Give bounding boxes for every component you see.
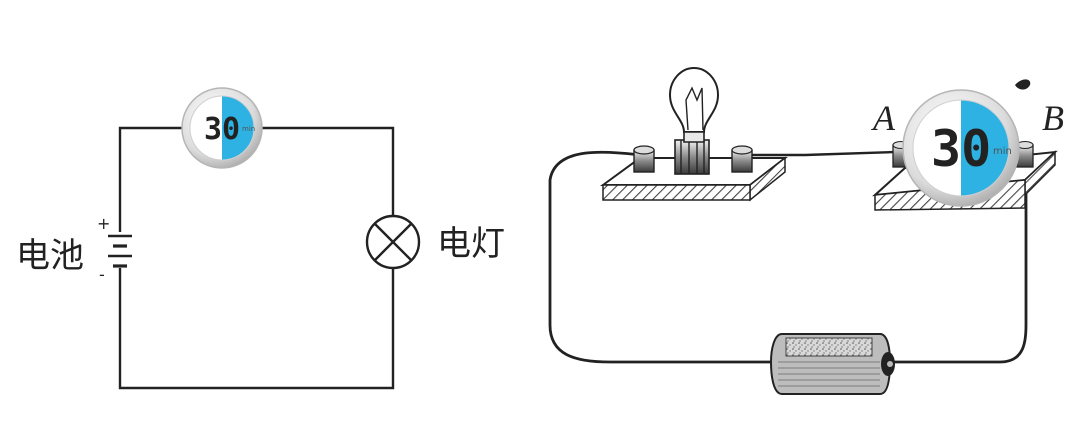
- schematic-wires: [118, 126, 395, 390]
- wire-loop: [548, 150, 1028, 364]
- battery-minus-sign: -: [99, 265, 105, 284]
- terminal-post-b: [1016, 140, 1034, 168]
- lamp-label: 电灯: [437, 224, 505, 264]
- wire-bridge: [742, 150, 896, 157]
- battery-plus-sign: +: [97, 214, 110, 233]
- terminal-a-label: A: [871, 98, 896, 138]
- timer-progress-fill: [222, 96, 254, 160]
- timer-badge-small: 30 min: [181, 87, 263, 169]
- ink-mark: [1015, 79, 1031, 90]
- wire-top-right: [255, 126, 395, 216]
- light-bulb: [668, 66, 720, 143]
- timer-progress-fill: [961, 100, 1009, 196]
- timer-value: 30: [204, 112, 240, 147]
- battery-label: 电池: [16, 236, 84, 276]
- timer-unit: min: [242, 125, 255, 133]
- battery-label-wrap: [785, 337, 873, 357]
- terminal-b-label: B: [1042, 98, 1064, 138]
- schematic-diagram: + - 电池 电灯 30 min: [16, 87, 505, 390]
- lamp-base: [599, 139, 788, 202]
- timer-unit: min: [993, 146, 1012, 157]
- timer-value: 30: [931, 120, 991, 178]
- timer-badge-large: 30 min: [902, 89, 1020, 207]
- lamp-binding-post-left: [633, 145, 655, 173]
- lamp-binding-post-right: [731, 145, 753, 173]
- wire-top-left: [118, 126, 190, 232]
- lamp-symbol: [365, 214, 421, 270]
- wire-bottom: [118, 268, 395, 390]
- battery-cell: [769, 333, 895, 395]
- lamp-socket: [674, 139, 710, 175]
- battery-symbol: [108, 234, 132, 268]
- physical-circuit: A B 30 min: [548, 66, 1064, 395]
- bulb-filament: [685, 86, 704, 131]
